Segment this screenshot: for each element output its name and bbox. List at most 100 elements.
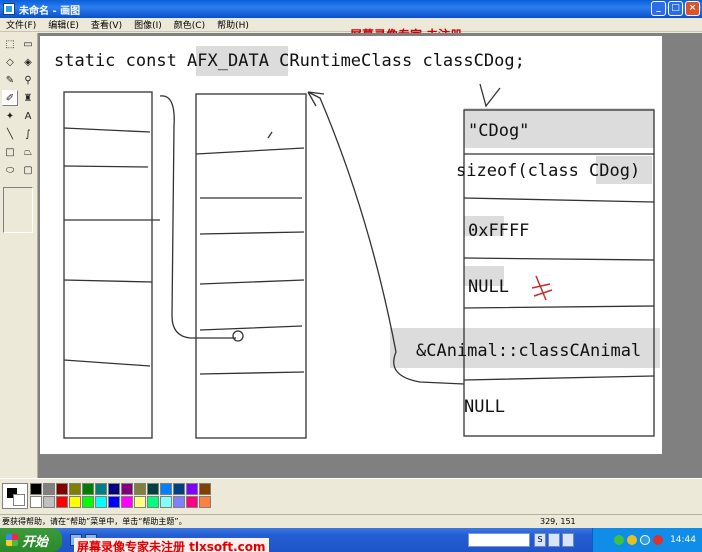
tool-options-panel[interactable]	[3, 187, 33, 233]
color-swatch[interactable]	[134, 483, 146, 495]
magnifier-icon[interactable]: ⚲	[24, 75, 32, 86]
color-swatch[interactable]	[43, 483, 55, 495]
highlight-canimal	[390, 328, 660, 368]
eraser-icon[interactable]: ◇	[6, 57, 14, 68]
link-loop	[159, 95, 236, 339]
taskbar-menu-button[interactable]	[548, 533, 560, 547]
color-swatch[interactable]	[43, 496, 55, 508]
cursor-coords: 329, 151	[540, 517, 576, 526]
status-text: 要获得帮助，请在“帮助”菜单中，单击“帮助主题”。	[2, 517, 187, 526]
sizeof-label: sizeof(class CDog)	[456, 161, 640, 181]
windows-flag-icon	[6, 534, 18, 546]
color-swatch[interactable]	[160, 496, 172, 508]
right-struct-dividers	[463, 153, 655, 381]
color-swatch[interactable]	[173, 496, 185, 508]
current-colors[interactable]	[2, 483, 28, 509]
right-struct	[463, 109, 655, 437]
taskbar-s-button[interactable]: S	[534, 533, 546, 547]
canvas-drawing: static const AFX_DATA CRuntimeClass clas…	[54, 46, 660, 439]
color-swatch[interactable]	[56, 483, 68, 495]
color-swatch[interactable]	[147, 496, 159, 508]
drawing-canvas[interactable]: static const AFX_DATA CRuntimeClass clas…	[40, 36, 662, 454]
color-swatch[interactable]	[186, 496, 198, 508]
color-swatch[interactable]	[30, 483, 42, 495]
maximize-button[interactable]: □	[668, 1, 683, 16]
menu-edit[interactable]: 编辑(E)	[48, 21, 79, 31]
oxffff-label: 0xFFFF	[468, 221, 529, 241]
toolbox: ⬚ ▭ ◇ ◈ ✎ ⚲ ✐ ♜ ✦ A ╲ ∫ □ ⏢ ⬭ ▢	[0, 33, 38, 478]
canvas-area[interactable]: static const AFX_DATA CRuntimeClass clas…	[38, 33, 702, 478]
menu-view[interactable]: 查看(V)	[90, 21, 123, 31]
color-swatch[interactable]	[160, 483, 172, 495]
title-bar[interactable]: 未命名 - 画图 _ □ ×	[0, 0, 702, 18]
color-swatch[interactable]	[199, 496, 211, 508]
network-icon[interactable]	[614, 535, 625, 545]
color-swatch[interactable]	[95, 483, 107, 495]
curve-icon[interactable]: ∫	[25, 129, 31, 140]
color-swatch[interactable]	[134, 496, 146, 508]
ellipse-icon[interactable]: ⬭	[5, 165, 15, 176]
left-column	[63, 91, 153, 439]
color-swatch[interactable]	[69, 496, 81, 508]
pencil-tick	[267, 131, 273, 139]
middle-column	[195, 93, 307, 439]
null-label-2: NULL	[464, 397, 505, 417]
menu-help[interactable]: 帮助(H)	[217, 21, 249, 31]
highlight-cdog-box	[464, 108, 654, 148]
pointer-arrow-cdog	[479, 83, 501, 108]
color-swatches	[30, 483, 211, 508]
polygon-icon[interactable]: ⏢	[24, 147, 32, 158]
status-bar: 要获得帮助，请在“帮助”菜单中，单击“帮助主题”。 329, 151	[0, 514, 702, 528]
start-label: 开始	[22, 534, 49, 550]
paint-app-icon[interactable]	[3, 3, 15, 15]
color-picker-icon[interactable]: ✎	[5, 75, 15, 86]
color-swatch[interactable]	[30, 496, 42, 508]
rectangle-icon[interactable]: □	[5, 147, 15, 158]
color-swatch[interactable]	[186, 483, 198, 495]
recorder-icon[interactable]	[653, 535, 664, 545]
code-line: static const AFX_DATA CRuntimeClass clas…	[54, 51, 525, 71]
text-icon[interactable]: A	[24, 111, 32, 122]
close-button[interactable]: ×	[685, 1, 700, 16]
color-swatch[interactable]	[108, 483, 120, 495]
start-button[interactable]: 开始	[0, 528, 62, 552]
color-swatch[interactable]	[121, 483, 133, 495]
clock: 14:44	[670, 535, 696, 545]
taskbar-grid-button[interactable]	[562, 533, 574, 547]
free-select-icon[interactable]: ⬚	[5, 39, 15, 50]
color-swatch[interactable]	[121, 496, 133, 508]
cdog-string: "CDog"	[468, 121, 529, 141]
color-swatch[interactable]	[82, 496, 94, 508]
taskbar-address-input[interactable]	[468, 533, 530, 547]
color-swatch[interactable]	[147, 483, 159, 495]
line-icon[interactable]: ╲	[6, 129, 14, 140]
rounded-rect-icon[interactable]: ▢	[23, 165, 33, 176]
color-swatch[interactable]	[199, 483, 211, 495]
menu-colors[interactable]: 颜色(C)	[173, 21, 206, 31]
color-swatch[interactable]	[69, 483, 81, 495]
menu-file[interactable]: 文件(F)	[6, 21, 37, 31]
fill-icon[interactable]: ◈	[24, 57, 32, 68]
small-circle	[232, 330, 244, 342]
color-swatch[interactable]	[95, 496, 107, 508]
airbrush-icon[interactable]: ✦	[5, 111, 15, 122]
brush-icon[interactable]: ♜	[23, 93, 33, 104]
pencil-icon[interactable]: ✐	[2, 90, 18, 106]
shield-icon[interactable]	[640, 535, 651, 545]
background-color[interactable]	[13, 494, 25, 506]
highlight-null	[464, 266, 504, 286]
color-swatch[interactable]	[108, 496, 120, 508]
system-tray: 14:44	[592, 528, 702, 552]
window-title: 未命名 - 画图	[19, 5, 81, 17]
left-column-dividers	[63, 127, 160, 367]
rect-select-icon[interactable]: ▭	[23, 39, 33, 50]
arrow-loop-bottom	[393, 351, 465, 385]
color-palette	[0, 478, 702, 514]
minimize-button[interactable]: _	[651, 1, 666, 16]
color-swatch[interactable]	[173, 483, 185, 495]
color-swatch[interactable]	[56, 496, 68, 508]
color-swatch[interactable]	[82, 483, 94, 495]
menu-image[interactable]: 图像(I)	[134, 21, 162, 31]
volume-icon[interactable]	[627, 535, 638, 545]
